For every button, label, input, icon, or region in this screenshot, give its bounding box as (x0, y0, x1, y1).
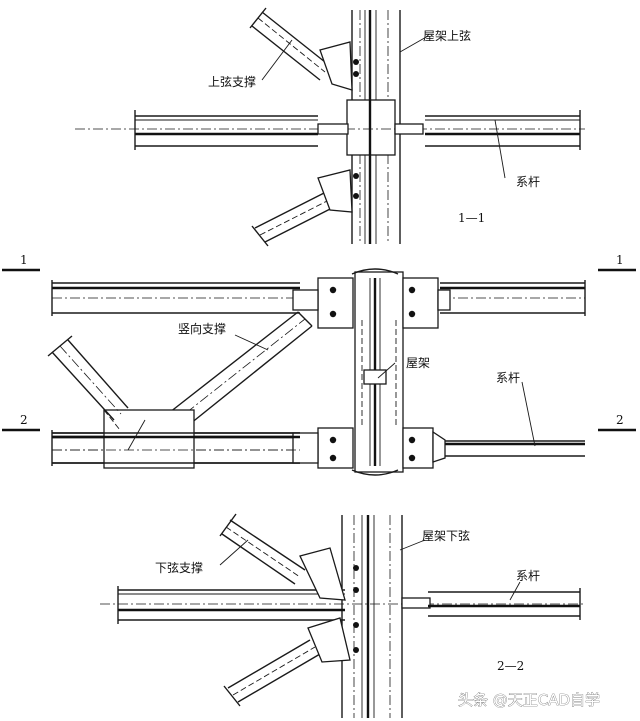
label-bottom-brace: 下弦支撑 (155, 560, 203, 575)
label-tie-rod-top: 系杆 (516, 175, 540, 189)
label-section-1: 1—1 (458, 211, 485, 225)
section-mark-left-2: 2 (20, 413, 28, 427)
section-mark-left-1: 1 (20, 253, 28, 267)
watermark: 头条 @天正CAD自学 (458, 691, 600, 709)
label-bottom-chord: 屋架下弦 (422, 528, 470, 543)
label-section-2: 2—2 (497, 659, 524, 673)
label-top-brace: 上弦支撑 (208, 74, 256, 89)
detail-bottom-chord (100, 513, 585, 718)
section-mark-right-1: 1 (616, 253, 624, 267)
label-top-chord: 屋架上弦 (423, 28, 471, 43)
label-truss: 屋架 (406, 356, 430, 370)
section-mark-right-2: 2 (616, 413, 624, 427)
label-tie-rod-bottom: 系杆 (516, 569, 540, 583)
detail-elevation (2, 268, 636, 476)
label-tie-rod-mid: 系杆 (496, 371, 520, 385)
label-vertical-brace: 竖向支撑 (178, 321, 226, 336)
detail-top-chord (75, 7, 585, 247)
